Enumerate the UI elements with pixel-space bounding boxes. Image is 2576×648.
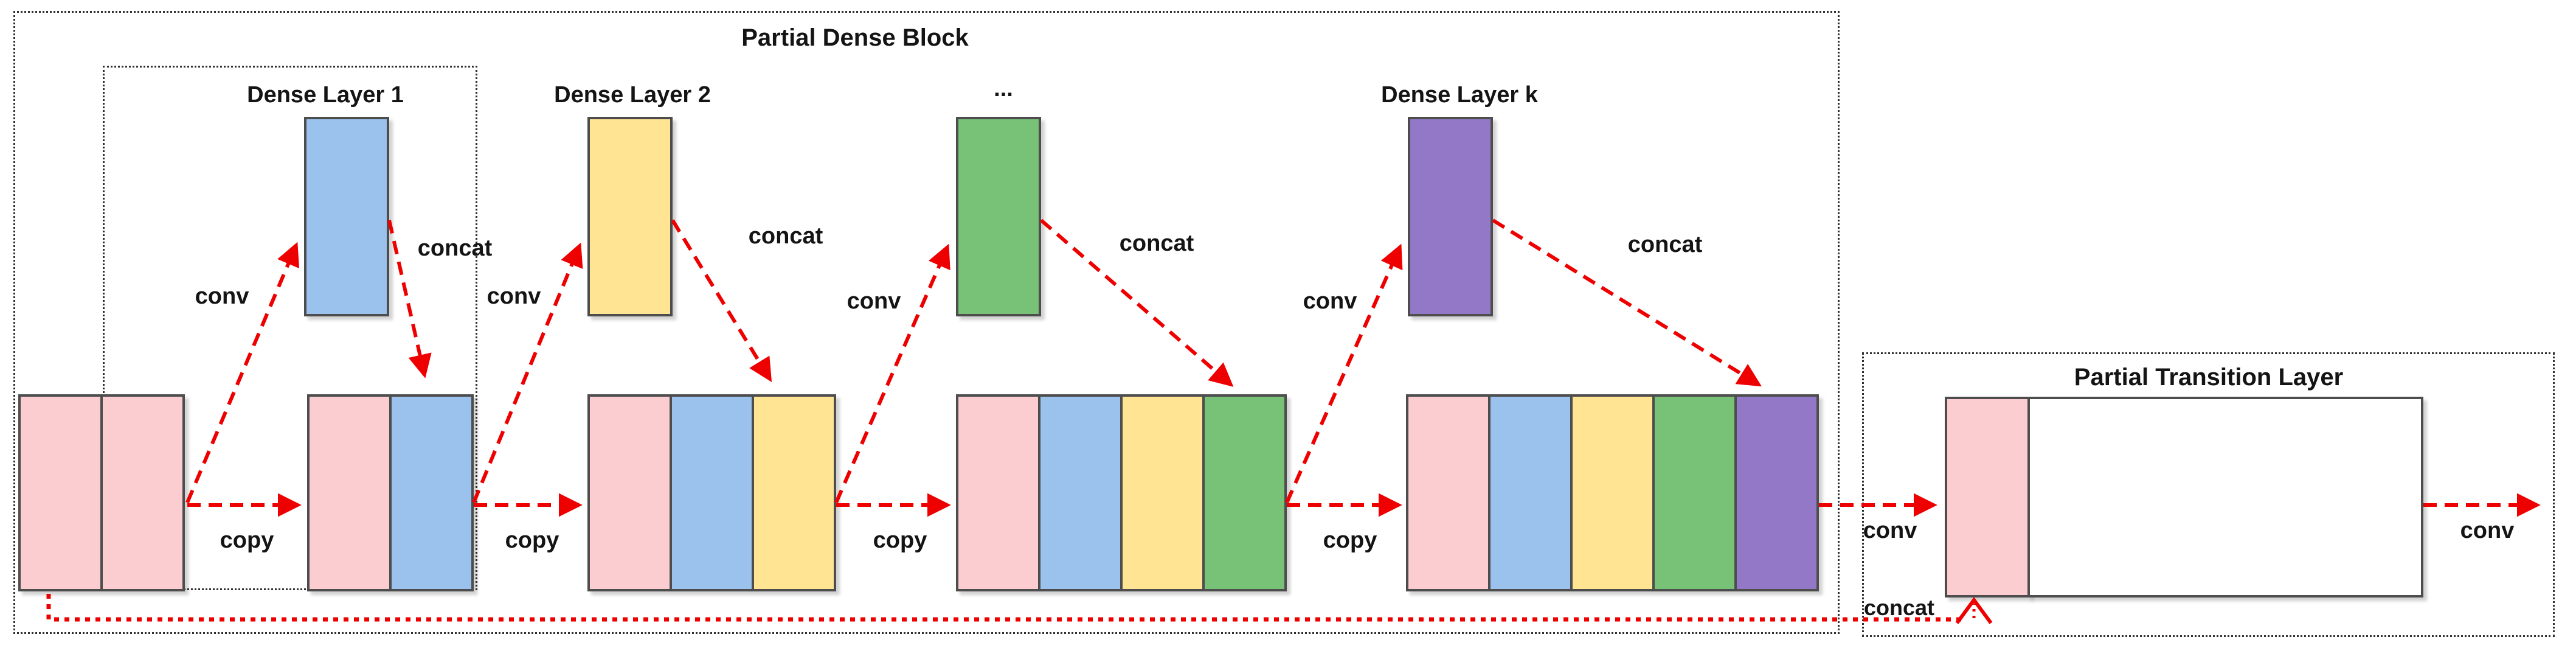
concat-label-2: concat bbox=[748, 223, 823, 249]
conv-label-2: conv bbox=[486, 284, 541, 309]
feature-cell-pink bbox=[587, 394, 672, 591]
conv-label-3: conv bbox=[847, 288, 901, 314]
feature-cell-yellow bbox=[752, 394, 836, 591]
dense-layer-2-rect bbox=[587, 117, 673, 316]
feature-map-block-k bbox=[1406, 394, 1819, 591]
concat-label-3: concat bbox=[1119, 231, 1194, 256]
feature-cell-yellow bbox=[1570, 394, 1655, 591]
feature-map-block-2 bbox=[587, 394, 836, 591]
copy-label-2: copy bbox=[505, 528, 559, 553]
dense-layer-1-label: Dense Layer 1 bbox=[247, 82, 404, 108]
dense-layer-k-label: Dense Layer k bbox=[1381, 82, 1538, 108]
feature-map-block-1 bbox=[307, 394, 474, 591]
copy-label-4: copy bbox=[1323, 528, 1377, 553]
feature-cell-pink bbox=[307, 394, 392, 591]
feature-cell-green bbox=[1652, 394, 1737, 591]
conv-label-transition-in: conv bbox=[1863, 518, 1917, 543]
feature-cell-blue bbox=[389, 394, 474, 591]
conv-label-1: conv bbox=[195, 284, 249, 309]
transition-output-rect bbox=[2027, 397, 2423, 597]
partial-dense-block-box bbox=[13, 11, 1840, 634]
dense-block-title: Partial Dense Block bbox=[741, 24, 969, 51]
feature-cell-green bbox=[1202, 394, 1287, 591]
feature-map-block-input bbox=[18, 394, 185, 591]
partial-transition-layer-box bbox=[1862, 352, 2555, 637]
dense-layer-ellipsis-label: ... bbox=[994, 76, 1013, 102]
dense-layer-2-label: Dense Layer 2 bbox=[554, 82, 711, 108]
feature-cell-purple bbox=[1734, 394, 1819, 591]
feature-cell-yellow bbox=[1120, 394, 1205, 591]
dense-layer-k-rect bbox=[1408, 117, 1493, 316]
concat-label-4: concat bbox=[1627, 232, 1703, 257]
feature-cell-pink bbox=[18, 394, 103, 591]
copy-label-3: copy bbox=[873, 528, 927, 553]
dense-layer-dots-rect bbox=[956, 117, 1041, 316]
feature-cell-blue bbox=[1488, 394, 1573, 591]
feature-cell-blue bbox=[670, 394, 754, 591]
feature-cell-pink bbox=[100, 394, 185, 591]
transition-part-feature-rect bbox=[1945, 397, 2030, 597]
feature-cell-pink bbox=[1406, 394, 1491, 591]
concat-label-1: concat bbox=[417, 235, 493, 261]
feature-cell-blue bbox=[1038, 394, 1123, 591]
transition-layer-title: Partial Transition Layer bbox=[2074, 364, 2344, 391]
copy-label-1: copy bbox=[220, 528, 274, 553]
feature-cell-pink bbox=[956, 394, 1040, 591]
conv-label-transition-out: conv bbox=[2460, 518, 2515, 543]
conv-label-4: conv bbox=[1303, 288, 1357, 314]
feature-map-block-3 bbox=[956, 394, 1287, 591]
dense-layer-1-rect bbox=[304, 117, 389, 316]
concat-label-skip: concat bbox=[1864, 595, 1935, 620]
